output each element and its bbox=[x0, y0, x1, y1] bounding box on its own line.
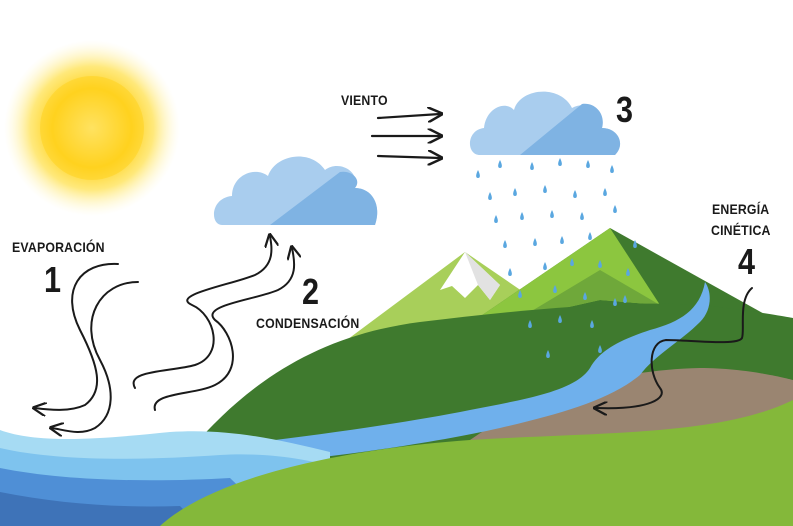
rain-drop bbox=[580, 212, 584, 220]
rain-drop bbox=[583, 292, 587, 300]
rain-drop bbox=[610, 165, 614, 173]
rain-drop bbox=[543, 185, 547, 193]
rain-drop bbox=[613, 298, 617, 306]
rain-drop bbox=[543, 262, 547, 270]
condensation-label: CONDENSACIÓN bbox=[256, 315, 360, 331]
kinetic-energy-label-line1: ENERGÍA bbox=[712, 201, 770, 217]
evaporation-arrow bbox=[52, 281, 139, 432]
rain-drop bbox=[590, 320, 594, 328]
step-1-number: 1 bbox=[44, 259, 62, 300]
rain-drop bbox=[530, 162, 534, 170]
rain-drop bbox=[546, 350, 550, 358]
rain-drop bbox=[586, 160, 590, 168]
rain-drop bbox=[553, 285, 557, 293]
rain-drop bbox=[560, 236, 564, 244]
rain-drop bbox=[558, 315, 562, 323]
rain-drop bbox=[603, 188, 607, 196]
rain-drop bbox=[494, 215, 498, 223]
rain-drops bbox=[476, 158, 637, 358]
condensation-arrow bbox=[132, 236, 272, 389]
rain-drop bbox=[518, 290, 522, 298]
evaporation-label: EVAPORACIÓN bbox=[12, 239, 105, 255]
rain-drop bbox=[570, 258, 574, 266]
rain-drop bbox=[613, 205, 617, 213]
rain-drop bbox=[623, 295, 627, 303]
rain-drop bbox=[550, 210, 554, 218]
rain-drop bbox=[476, 170, 480, 178]
wind-arrow bbox=[376, 156, 440, 158]
rain-drop bbox=[508, 268, 512, 276]
cloud-rain bbox=[469, 91, 621, 155]
step-2-number: 2 bbox=[302, 271, 320, 312]
rain-drop bbox=[533, 238, 537, 246]
kinetic-arrows bbox=[596, 287, 753, 408]
wind-arrows bbox=[370, 114, 440, 158]
rain-drop bbox=[633, 240, 637, 248]
rain-drop bbox=[558, 158, 562, 166]
condensation-arrow bbox=[153, 248, 295, 411]
wind-arrow bbox=[376, 114, 440, 118]
step-4-number: 4 bbox=[738, 241, 756, 282]
rain-drop bbox=[498, 160, 502, 168]
rain-drop bbox=[488, 192, 492, 200]
rain-drop bbox=[573, 190, 577, 198]
cloud-condensation bbox=[213, 156, 378, 225]
condensation-arrows bbox=[132, 236, 295, 411]
step-3-number: 3 bbox=[616, 89, 634, 130]
rain-drop bbox=[513, 188, 517, 196]
sun bbox=[4, 40, 180, 216]
rain-drop bbox=[503, 240, 507, 248]
kinetic-energy-label-line2: CINÉTICA bbox=[711, 222, 771, 238]
foreground-hill bbox=[160, 400, 793, 526]
evaporation-arrows bbox=[35, 262, 139, 432]
rain-drop bbox=[588, 232, 592, 240]
wind-label: VIENTO bbox=[341, 92, 388, 108]
rain-drop bbox=[626, 268, 630, 276]
rain-drop bbox=[528, 320, 532, 328]
kinetic-arrow bbox=[596, 287, 753, 408]
rain-drop bbox=[598, 345, 602, 353]
evaporation-arrow bbox=[35, 262, 119, 410]
rain-drop bbox=[598, 260, 602, 268]
rain-drop bbox=[520, 212, 524, 220]
